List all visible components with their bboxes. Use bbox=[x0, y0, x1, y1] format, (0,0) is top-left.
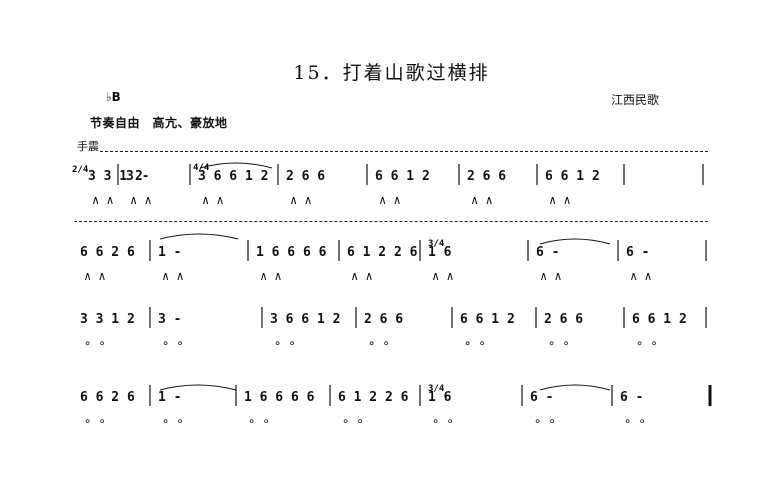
articulation-mark: ∧ ∧ bbox=[92, 193, 114, 207]
tremolo-label: 手震 bbox=[77, 140, 99, 153]
notation-measure: 6 6 1 2 bbox=[545, 169, 600, 184]
notation-measure: 3 6 6 1 2 bbox=[198, 169, 268, 184]
slur bbox=[199, 162, 273, 169]
notation-measure: 2 6 6 bbox=[467, 169, 506, 184]
articulation-mark: ∘ ∘ bbox=[274, 336, 296, 350]
notation-measure: 3 - bbox=[126, 169, 149, 184]
notation-measure: 6 6 2 6 bbox=[80, 245, 135, 260]
tremolo-line bbox=[100, 151, 708, 152]
articulation-mark: ∧ ∧ bbox=[471, 193, 493, 207]
articulation-mark: ∘ ∘ bbox=[624, 414, 646, 428]
tremolo-line-2 bbox=[74, 221, 708, 222]
articulation-mark: ∧ ∧ bbox=[260, 269, 282, 283]
notation-measure: 6 - bbox=[626, 245, 649, 260]
notation-measure: 1 6 6 6 6 bbox=[256, 245, 327, 260]
articulation-mark: ∧ ∧ bbox=[379, 193, 401, 207]
notation-measure: 6 1 2 2 6 bbox=[347, 245, 418, 260]
articulation-mark: ∘ ∘ bbox=[368, 336, 390, 350]
articulation-mark: ∘ ∘ bbox=[548, 336, 570, 350]
notation-measure: 6 1 2 2 6 bbox=[338, 390, 409, 405]
notation-measure: 3 3 1 2 bbox=[80, 312, 135, 327]
slur bbox=[539, 238, 611, 245]
slur bbox=[159, 384, 237, 391]
articulation-mark: ∧ ∧ bbox=[549, 193, 571, 207]
articulation-mark: ∘ ∘ bbox=[342, 414, 364, 428]
articulation-mark: ∧ ∧ bbox=[540, 269, 562, 283]
notation-measure: 1 - bbox=[158, 390, 181, 405]
articulation-mark: ∧ ∧ bbox=[290, 193, 312, 207]
articulation-mark: ∘ ∘ bbox=[162, 336, 184, 350]
slur bbox=[159, 233, 239, 240]
articulation-mark: ∧ ∧ bbox=[162, 269, 184, 283]
notation-measure: 2 6 6 bbox=[364, 312, 403, 327]
articulation-mark: ∘ ∘ bbox=[84, 336, 106, 350]
time-signature: 4/4 bbox=[193, 163, 210, 173]
articulation-mark: ∧ ∧ bbox=[351, 269, 373, 283]
notation-measure: 3 3 1 2 bbox=[88, 169, 143, 184]
song-title: 15．打着山歌过横排 bbox=[293, 62, 490, 84]
notation-measure: 6 6 2 6 bbox=[80, 390, 135, 405]
notation-measure: 1 - bbox=[158, 245, 181, 260]
articulation-mark: ∧ ∧ bbox=[630, 269, 652, 283]
notation-measure: 3 6 6 1 2 bbox=[270, 312, 340, 327]
articulation-mark: ∘ ∘ bbox=[534, 414, 556, 428]
articulation-mark: ∧ ∧ bbox=[432, 269, 454, 283]
notation-measure: 1 6 6 6 6 bbox=[244, 390, 315, 405]
time-signature: 3/4 bbox=[428, 239, 445, 249]
articulation-mark: ∘ ∘ bbox=[248, 414, 270, 428]
notation-measure: 1 6 bbox=[428, 245, 452, 260]
articulation-mark: ∧ ∧ bbox=[202, 193, 224, 207]
notation-measure: 1 6 bbox=[428, 390, 452, 405]
notation-measure: 6 - bbox=[620, 390, 643, 405]
notation-measure: 6 - bbox=[536, 245, 559, 260]
tempo-marking: 节奏自由 高亢、豪放地 bbox=[90, 116, 228, 130]
articulation-mark: ∘ ∘ bbox=[162, 414, 184, 428]
notation-measure: 6 - bbox=[530, 390, 553, 405]
articulation-mark: ∧ ∧ bbox=[130, 193, 152, 207]
articulation-mark: ∘ ∘ bbox=[432, 414, 454, 428]
articulation-mark: ∧ ∧ bbox=[84, 269, 106, 283]
articulation-mark: ∘ ∘ bbox=[636, 336, 658, 350]
slur bbox=[539, 384, 611, 391]
notation-measure: 3 - bbox=[158, 312, 181, 327]
key-signature: ♭B bbox=[106, 90, 121, 104]
notation-measure: 2 6 6 bbox=[286, 169, 325, 184]
articulation-mark: ∘ ∘ bbox=[84, 414, 106, 428]
time-signature: 2/4 bbox=[72, 165, 89, 175]
notation-measure: 6 6 1 2 bbox=[375, 169, 430, 184]
song-source: 江西民歌 bbox=[611, 93, 660, 107]
notation-measure: 6 6 1 2 bbox=[632, 312, 687, 327]
time-signature: 3/4 bbox=[428, 384, 445, 394]
notation-measure: 2 6 6 bbox=[544, 312, 583, 327]
articulation-mark: ∘ ∘ bbox=[464, 336, 486, 350]
notation-measure: 6 6 1 2 bbox=[460, 312, 515, 327]
